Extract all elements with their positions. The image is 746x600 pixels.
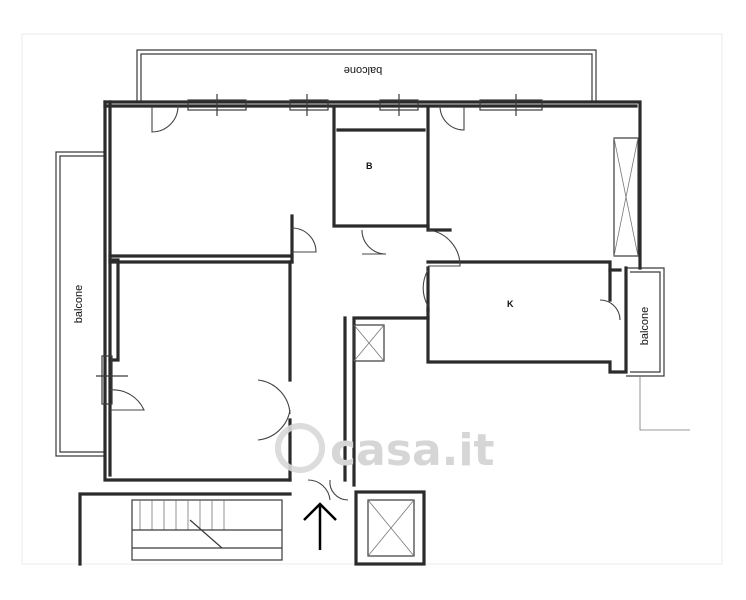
room-k-label: K (507, 299, 514, 309)
watermark-logo-icon (275, 423, 325, 473)
stairs-icon (78, 492, 292, 566)
balcony-right-label: balcone (639, 307, 651, 346)
door-swings (109, 105, 621, 501)
elevator-bottom (354, 490, 426, 566)
windows-top (187, 94, 543, 116)
room-b-label: B (366, 161, 373, 171)
entrance-arrow-icon (303, 502, 337, 550)
balcony-top: balcone (136, 49, 597, 102)
balcony-top-label: balcone (344, 64, 383, 76)
window-left (96, 355, 128, 405)
balcony-left-label: balcone (73, 285, 85, 324)
balcony-left: balcone (55, 151, 105, 457)
scan-border (21, 33, 723, 565)
balcony-right: balcone (626, 267, 665, 377)
elevator-shaft-icon (353, 324, 385, 362)
outer-walls (103, 100, 690, 487)
duct-top-right (613, 137, 639, 257)
watermark-text: casa.it (330, 425, 494, 476)
